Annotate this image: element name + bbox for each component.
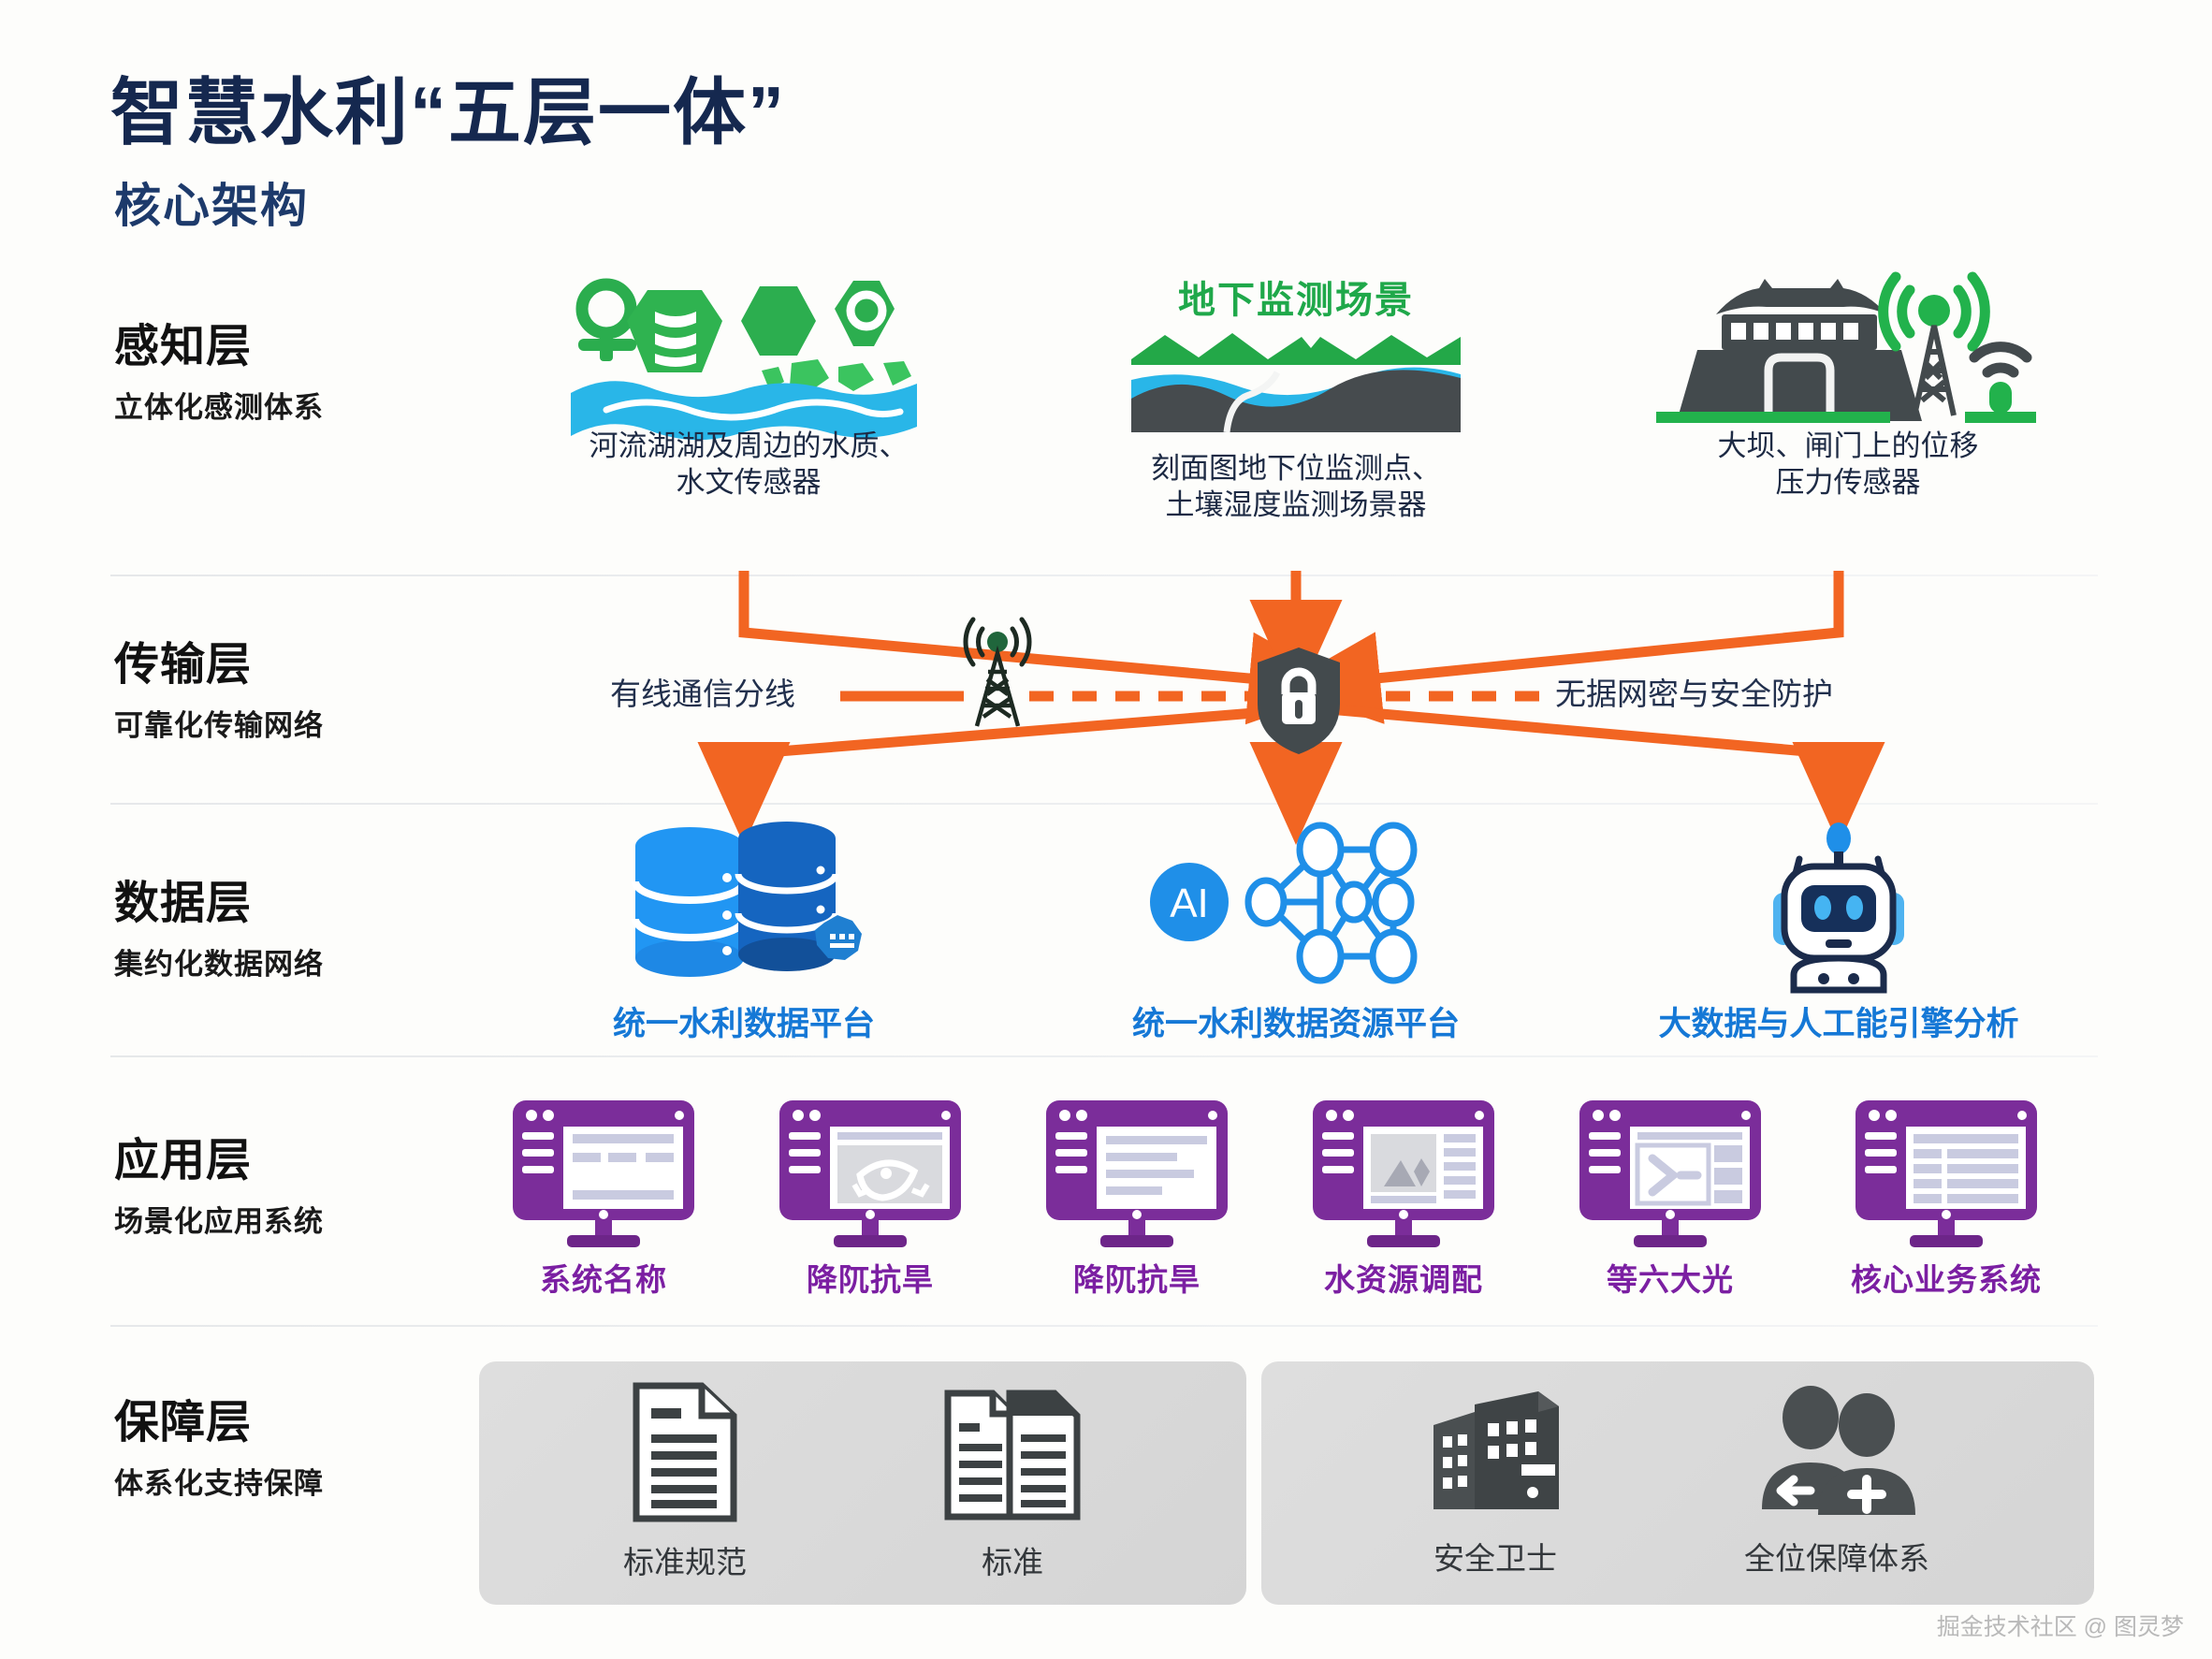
database-stack-icon — [632, 822, 862, 977]
layer-desc: 可靠化传输网络 — [114, 709, 324, 742]
transmission-arrow-network — [697, 571, 1885, 845]
layer-name: 传输层 — [114, 640, 253, 690]
transmission-left-label: 有线通信分线 — [610, 677, 795, 711]
app-node-1[interactable]: 系统名称 — [496, 1097, 711, 1300]
svg-text:AI: AI — [1170, 880, 1209, 926]
monitor-text-icon — [1046, 1100, 1228, 1247]
river-water-sensor-icon — [571, 278, 917, 441]
app-node-3[interactable]: 降阢抗旱 — [1029, 1097, 1244, 1300]
app-node-6[interactable]: 核心业务系统 — [1829, 1097, 2063, 1300]
layer-desc: 立体化感测体系 — [114, 391, 324, 424]
layer-name: 应用层 — [114, 1136, 253, 1186]
layer-name: 感知层 — [114, 322, 253, 371]
monitor-image-icon — [1313, 1100, 1494, 1247]
people-icon — [1762, 1386, 1915, 1515]
page-title: 智慧水利“五层一体” — [110, 71, 787, 153]
app-label: 水资源调配 — [1324, 1262, 1483, 1297]
sensing-node-river[interactable]: 河流湖湖及周边的水质、 水文传感器 — [524, 269, 973, 502]
support-node-standard-spec[interactable]: 标准规范 — [554, 1382, 816, 1582]
data-label: 统一水利数据资源平台 — [1131, 1006, 1460, 1042]
app-label: 降阢抗旱 — [1073, 1262, 1201, 1297]
monitor-list-icon — [513, 1100, 694, 1247]
layer-name: 保障层 — [114, 1398, 253, 1448]
app-node-2[interactable]: 降阢抗旱 — [763, 1097, 978, 1300]
sensing-node-underground[interactable]: 地下监测场景 刻面图地下位监测点、 土壤湿度监测场景器 — [1090, 269, 1502, 524]
support-label: 安全卫士 — [1433, 1541, 1557, 1576]
dam-gate-sensor-icon — [1656, 271, 2036, 423]
documents-pair-icon — [944, 1390, 1081, 1521]
underground-monitor-icon — [1131, 333, 1461, 433]
shield-lock-icon — [1258, 648, 1340, 754]
layer-desc: 体系化支持保障 — [114, 1467, 324, 1500]
support-node-standard[interactable]: 标准 — [881, 1390, 1143, 1582]
watermark: 掘金技术社区 @ 图灵梦 — [1936, 1614, 2184, 1640]
layer-name: 数据层 — [114, 879, 253, 928]
sensing-caption: 河流湖湖及周边的水质、 水文传感器 — [589, 429, 909, 499]
support-label: 标准 — [982, 1545, 1043, 1579]
data-node-platform[interactable]: 统一水利数据平台 — [543, 822, 945, 1045]
data-node-bigdata-ai[interactable]: 大数据与人工能引擎分析 — [1619, 822, 2059, 1045]
layer-desc: 集约化数据网络 — [114, 948, 324, 981]
layer-label-sensing: 感知层 立体化感测体系 — [114, 309, 324, 426]
support-label: 全位保障体系 — [1744, 1541, 1929, 1576]
layer-label-transmission: 传输层 可靠化传输网络 — [114, 627, 324, 744]
divider-application-support — [110, 1325, 2098, 1327]
divider-sensing-transmission — [110, 575, 2098, 576]
robot-icon — [1773, 822, 1904, 994]
sensing-caption: 刻面图地下位监测点、 土壤湿度监测场景器 — [1151, 452, 1441, 521]
app-node-5[interactable]: 等六大光 — [1563, 1097, 1778, 1300]
monitor-eye-icon — [779, 1100, 961, 1247]
layer-desc: 场景化应用系统 — [114, 1205, 324, 1238]
app-label: 等六大光 — [1607, 1262, 1734, 1297]
transmission-right-label: 无据网密与安全防护 — [1555, 677, 1833, 711]
layer-label-data: 数据层 集约化数据网络 — [114, 866, 324, 982]
data-node-resource[interactable]: AI 统一水利数据资源平台 — [1085, 822, 1506, 1045]
layer-label-application: 应用层 场景化应用系统 — [114, 1123, 324, 1240]
layer-label-support: 保障层 体系化支持保障 — [114, 1385, 324, 1502]
building-icon — [1433, 1391, 1559, 1509]
ai-badge — [1150, 863, 1229, 941]
app-node-4[interactable]: 水资源调配 — [1296, 1097, 1511, 1300]
support-group-security: 安全卫士 全位保障体系 — [1261, 1361, 2094, 1605]
monitor-table-icon — [1855, 1100, 2037, 1247]
page-subtitle: 核心架构 — [114, 180, 309, 232]
sensing-node-dam[interactable]: 大坝、闸门上的位移 压力传感器 — [1628, 269, 2068, 502]
underground-scene-title: 地下监测场景 — [1178, 280, 1414, 321]
app-label: 降阢抗旱 — [807, 1262, 934, 1297]
data-label: 统一水利数据平台 — [612, 1006, 875, 1042]
document-icon — [633, 1382, 737, 1522]
data-label: 大数据与人工能引擎分析 — [1658, 1006, 2019, 1042]
support-node-security-guard[interactable]: 安全卫士 — [1355, 1386, 1636, 1579]
app-label: 核心业务系统 — [1851, 1262, 2042, 1297]
ai-neural-network-icon: AI — [1150, 822, 1418, 984]
divider-transmission-data — [110, 803, 2098, 805]
support-group-standards: 标准规范 标准 — [479, 1361, 1246, 1605]
sensing-caption: 大坝、闸门上的位移 压力传感器 — [1717, 429, 1979, 499]
support-label: 标准规范 — [623, 1545, 747, 1579]
support-node-full-guarantee[interactable]: 全位保障体系 — [1682, 1386, 1991, 1579]
divider-data-application — [110, 1055, 2098, 1057]
monitor-terminal-icon — [1579, 1100, 1761, 1247]
app-label: 系统名称 — [540, 1262, 667, 1297]
radio-tower-icon — [963, 617, 1032, 727]
